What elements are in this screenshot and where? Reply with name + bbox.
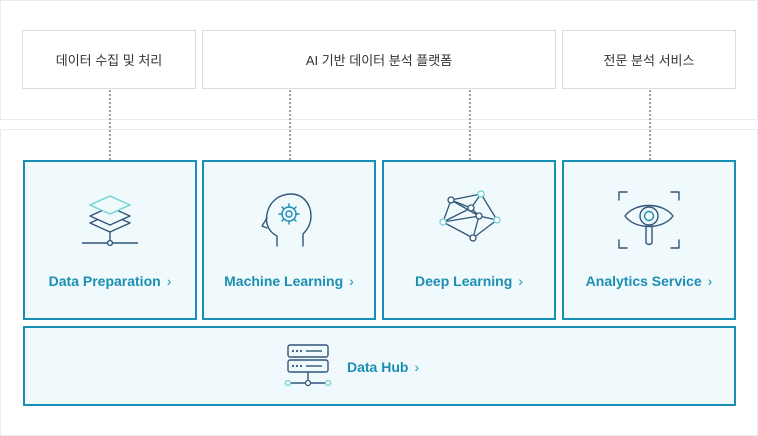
- header-expert-analysis: 전문 분석 서비스: [562, 30, 736, 89]
- header-label: 데이터 수집 및 처리: [55, 53, 163, 68]
- chevron-right-icon: ›: [166, 273, 172, 289]
- header-label: AI 기반 데이터 분석 플랫폼: [305, 53, 453, 68]
- connector-line: [109, 90, 111, 160]
- card-machine-learning[interactable]: Machine Learning›: [202, 160, 376, 320]
- data-hub-bar[interactable]: Data Hub›: [23, 326, 736, 406]
- hub-label: Data Hub›: [347, 359, 420, 375]
- head-gear-icon: [261, 193, 312, 247]
- header-data-collection: 데이터 수집 및 처리: [22, 30, 196, 89]
- eye-scan-icon: [618, 191, 680, 249]
- card-label: Machine Learning›: [224, 273, 354, 289]
- chevron-right-icon: ›: [349, 273, 354, 289]
- card-label: Data Preparation›: [48, 273, 172, 289]
- header-ai-platform: AI 기반 데이터 분석 플랫폼: [202, 30, 556, 89]
- chevron-right-icon: ›: [518, 273, 523, 289]
- connector-line: [469, 90, 471, 160]
- layers-icon: [82, 195, 138, 247]
- chevron-right-icon: ›: [414, 359, 420, 375]
- network-icon: [439, 190, 501, 242]
- connector-line: [649, 90, 651, 160]
- card-label: Analytics Service›: [585, 273, 713, 289]
- header-label: 전문 분석 서비스: [603, 53, 695, 68]
- card-data-preparation[interactable]: Data Preparation›: [23, 160, 197, 320]
- server-icon: [284, 344, 332, 387]
- connector-line: [289, 90, 291, 160]
- chevron-right-icon: ›: [707, 273, 713, 289]
- card-label: Deep Learning›: [415, 273, 523, 289]
- card-deep-learning[interactable]: Deep Learning›: [382, 160, 556, 320]
- card-analytics-service[interactable]: Analytics Service›: [562, 160, 736, 320]
